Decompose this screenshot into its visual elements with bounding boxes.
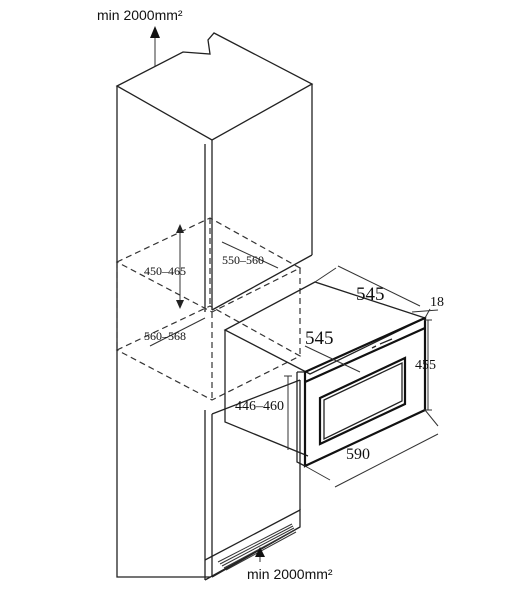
- oven-body-height-label: 446–460: [235, 399, 284, 414]
- niche-depth-label: 550–560: [222, 253, 264, 267]
- oven-door-thickness: [296, 371, 306, 467]
- oven-body-side: [224, 330, 309, 457]
- oven-depth-top-label: 545: [356, 284, 385, 305]
- cabinet-front-upper: [211, 84, 313, 311]
- bottom-vent-arrow: [255, 547, 265, 562]
- top-ventilation-label: min 2000mm²: [97, 7, 183, 23]
- cabinet-side-face: [116, 86, 210, 578]
- oven-control-panel: [304, 326, 426, 384]
- top-vent-arrow: [150, 26, 160, 66]
- niche-dimension-lines: [149, 224, 279, 347]
- oven-control-knobs: [371, 338, 393, 349]
- oven-window: [318, 356, 407, 446]
- built-in-oven: [223, 281, 427, 468]
- oven-depth-side-label: 545: [305, 328, 334, 349]
- oven-front-width-label: 590: [346, 446, 370, 463]
- niche-outline: [115, 217, 302, 401]
- oven-front-height-label: 455: [415, 358, 436, 373]
- oven-door-thickness-label: 18: [430, 295, 444, 310]
- niche-width-label: 560–568: [144, 329, 186, 343]
- oven-dimension-lines: [284, 265, 439, 488]
- niche-height-label: 450–465: [144, 264, 186, 278]
- arrow-up-icon: [150, 26, 160, 38]
- tall-cabinet: [115, 32, 314, 581]
- cabinet-top-face: [115, 32, 314, 141]
- oven-window-inner: [323, 361, 403, 441]
- cabinet-front-lower: [204, 379, 301, 580]
- niche-vertical-edges: [116, 218, 301, 400]
- bottom-ventilation-label: min 2000mm²: [247, 566, 333, 582]
- arrow-up-small-icon: [255, 547, 265, 557]
- niche-bottom: [115, 305, 302, 401]
